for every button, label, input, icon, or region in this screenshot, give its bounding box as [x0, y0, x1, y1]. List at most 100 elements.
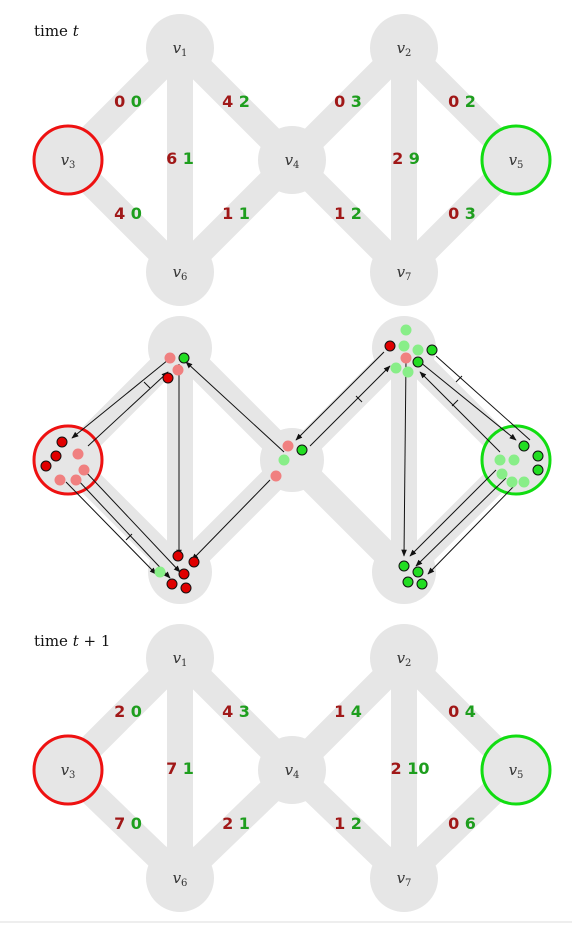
- agent-red: [384, 340, 396, 352]
- label-v2: v2: [397, 649, 412, 669]
- arrow-v2-to-v5: [419, 361, 517, 441]
- count-v2-v7: 2 9: [392, 149, 420, 168]
- count-v6-v4: 1 1: [222, 204, 250, 223]
- count-v3-v1: 2 0: [114, 702, 142, 721]
- agent-green: [416, 578, 428, 590]
- inhibit-tick: [355, 395, 363, 403]
- node-v2: [370, 14, 438, 82]
- agent-green: [398, 560, 410, 572]
- label-v6: v6: [173, 869, 188, 889]
- panel-time-t: time t v1 v2 v3 v4 v5: [32, 14, 552, 306]
- agent-green: [412, 356, 424, 368]
- label-v4: v4: [285, 761, 300, 781]
- agent-red-faded: [54, 474, 66, 486]
- arrow-v4-to-v2: [309, 365, 391, 447]
- inhibit-tick: [451, 399, 459, 407]
- arrow-v3-to-v6-a: [83, 469, 181, 573]
- count-v4-v2: 1 4: [334, 702, 362, 721]
- movement-arrows: [65, 351, 531, 579]
- agent-green-faded: [508, 454, 520, 466]
- arrow-v3-to-v6-b: [75, 477, 171, 579]
- agent-green-faded: [154, 566, 166, 578]
- node-v4: [258, 126, 326, 194]
- label-v1: v1: [173, 649, 188, 669]
- arrow-v3-to-v1: [87, 371, 169, 447]
- count-v4-v2: 0 3: [334, 92, 362, 111]
- arrow-v3-to-v6-c: [65, 481, 157, 575]
- count-v7-v5: 0 6: [448, 814, 476, 833]
- panel-time-t-plus-1: time t + 1 v1 v2 v3 v4: [32, 624, 552, 912]
- node-v3-red: [32, 734, 104, 806]
- agent-green-faded: [518, 476, 530, 488]
- count-v2-v7: 2 10: [391, 759, 430, 778]
- agent-red: [178, 568, 190, 580]
- agent-red-faded: [270, 470, 282, 482]
- agent-red: [162, 372, 174, 384]
- agent-green-faded: [390, 362, 402, 374]
- node-v1: [146, 624, 214, 692]
- arrow-v2-to-v7: [401, 359, 407, 557]
- agent-red: [188, 556, 200, 568]
- arrow-v5-to-v2: [419, 371, 501, 453]
- node-labels: v1 v2 v3 v4 v5 v6 v7: [61, 39, 524, 283]
- agent-green: [412, 566, 424, 578]
- agent-red-faded: [172, 364, 184, 376]
- label-v7: v7: [397, 869, 412, 889]
- label-v2: v2: [397, 39, 412, 59]
- count-v1-v6: 6 1: [166, 149, 194, 168]
- count-v2-v5: 0 2: [448, 92, 476, 111]
- agent-green-faded: [278, 454, 290, 466]
- label-v6: v6: [173, 263, 188, 283]
- agents: [40, 324, 544, 594]
- arrow-v4-to-v1: [185, 361, 285, 453]
- agent-red-faded: [72, 448, 84, 460]
- agent-red-faded: [78, 464, 90, 476]
- agent-green: [296, 444, 308, 456]
- label-v5: v5: [509, 151, 524, 171]
- agent-green: [402, 576, 414, 588]
- panel-title-t: time t: [34, 22, 80, 40]
- panel-title-t-plus-1: time t + 1: [34, 632, 110, 650]
- agent-green-faded: [400, 324, 412, 336]
- inhibit-tick: [125, 533, 133, 541]
- agent-green: [532, 464, 544, 476]
- node-v7: [370, 238, 438, 306]
- agent-green-faded: [494, 454, 506, 466]
- arrow-v5-to-v7-b: [409, 469, 497, 557]
- arrow-v4-to-v6: [191, 479, 271, 561]
- node-v7: [370, 844, 438, 912]
- count-v4-v7: 1 2: [334, 814, 362, 833]
- count-v3-v6: 4 0: [114, 204, 142, 223]
- agent-green: [518, 440, 530, 452]
- count-v2-v5: 0 4: [448, 702, 476, 721]
- agent-red: [172, 550, 184, 562]
- agent-green-faded: [412, 344, 424, 356]
- agent-red-faded: [164, 352, 176, 364]
- agent-red-faded: [282, 440, 294, 452]
- agent-green-faded: [496, 468, 508, 480]
- agent-red: [50, 450, 62, 462]
- count-v1-v4: 4 3: [222, 702, 250, 721]
- agent-red: [180, 582, 192, 594]
- count-v1-v6: 7 1: [166, 759, 194, 778]
- edge-counts: 0 0 4 2 0 3 0 2 6 1 2 9 4 0 1 1 1 2 0 3: [114, 92, 476, 223]
- graph-nodes: [32, 624, 552, 912]
- agent-red: [56, 436, 68, 448]
- graph-nodes-middle: [32, 316, 552, 604]
- node-v4: [260, 428, 324, 492]
- inhibit-tick: [143, 381, 151, 389]
- node-v1: [146, 14, 214, 82]
- panel-transitions: [32, 316, 552, 604]
- node-v3-red: [32, 424, 104, 496]
- label-v4: v4: [285, 151, 300, 171]
- arrow-v5-to-v7-c: [427, 483, 517, 575]
- agent-red-faded: [70, 474, 82, 486]
- agent-green: [532, 450, 544, 462]
- node-labels: v1 v2 v3 v4 v5 v6 v7: [61, 649, 524, 889]
- agent-green-faded: [398, 340, 410, 352]
- label-v7: v7: [397, 263, 412, 283]
- count-v7-v5: 0 3: [448, 204, 476, 223]
- node-v2: [370, 624, 438, 692]
- node-v5-green: [480, 734, 552, 806]
- agent-green: [426, 344, 438, 356]
